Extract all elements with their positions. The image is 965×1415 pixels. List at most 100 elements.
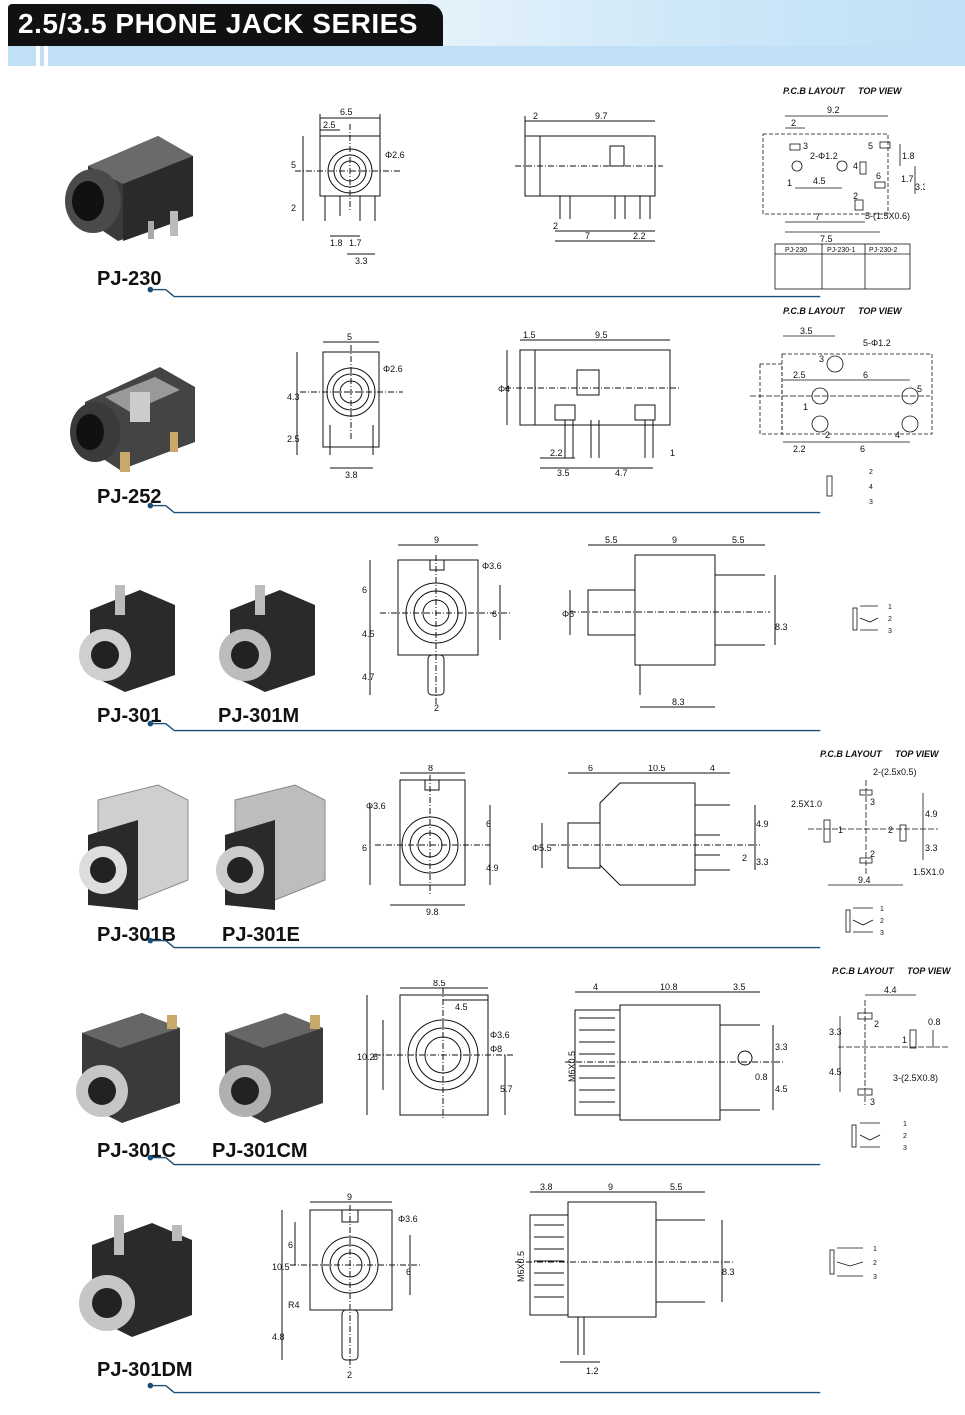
dim-label: 4.7 [615, 468, 628, 478]
dim-label: 9.8 [426, 907, 439, 915]
dim-label: 1.8 [330, 238, 343, 248]
dim-label: 6 [860, 444, 865, 454]
pin-label: 3 [903, 1145, 907, 1152]
section-pj-301c: PJ-301C PJ-301CM 8.5 4.5 Φ3.6 Φ8 10.2 6 … [0, 955, 965, 1175]
dim-label: 6 [362, 585, 367, 595]
section-pj-301b: PJ-301B PJ-301E 8 Φ3.6 6 6 4.9 9.8 [0, 740, 965, 960]
dim-label: 3.5 [800, 326, 813, 336]
section-divider [147, 286, 821, 298]
dim-label: Φ3.6 [482, 561, 502, 571]
dim-label: 5 [868, 141, 873, 151]
dim-label: 4.5 [829, 1067, 842, 1077]
product-photo-pj-301b [79, 784, 189, 910]
dim-label: 5.5 [670, 1182, 683, 1192]
dim-label: 2 [533, 111, 538, 121]
top-view-label: TOP VIEW [858, 86, 902, 96]
dim-label: 0.8 [928, 1017, 941, 1027]
dim-label: 6 [362, 843, 367, 853]
dim-label: 2.2 [793, 444, 806, 454]
model-label: PJ-230 [97, 268, 162, 290]
dim-label: 9.2 [827, 105, 840, 115]
top-view-label: TOP VIEW [858, 306, 902, 316]
side-view-drawing: 1.5 9.5 Φ4 2.2 3.5 4.7 1 [498, 330, 680, 478]
dim-label: 8 [428, 765, 433, 773]
pcb-layout-drawing: 3.5 5-Φ1.2 3 2.5 6 5 1 2 4 2.2 6 2 4 3 [750, 326, 933, 506]
model-label: PJ-301 [97, 705, 162, 727]
dim-label: 3 [870, 1097, 875, 1107]
pcb-layout-drawing: 4.4 2 3.3 1 0.8 4.5 3-(2.5X0.8) 3 1 2 3 [829, 985, 948, 1152]
dim-label: 10.8 [660, 982, 678, 992]
dim-label: 3.5 [733, 982, 746, 992]
pin-label: 2 [873, 1260, 877, 1267]
dim-label: 2 [553, 221, 558, 231]
dim-label: 4.9 [756, 819, 769, 829]
dim-label: 2.5 [287, 434, 300, 444]
dim-label: Φ4 [498, 384, 510, 394]
model-label: PJ-301E [222, 924, 300, 946]
dim-label: 3.3 [775, 1042, 788, 1052]
model-label: PJ-301M [218, 705, 300, 727]
dim-label: 2 [434, 703, 439, 713]
dim-label: 2.2 [550, 448, 563, 458]
dim-label: 1.7 [349, 238, 362, 248]
dim-label: 6 [492, 609, 497, 619]
front-view-drawing: 5 Φ2.6 4.3 2.5 3.8 [287, 332, 403, 480]
dim-label: 1 [803, 402, 808, 412]
dim-label: 4 [710, 765, 715, 773]
pcb-layout-label: P.C.B LAYOUT [820, 749, 882, 759]
dim-label: 0.8 [755, 1072, 768, 1082]
table-header: PJ-230 [785, 247, 807, 254]
dim-label: 9 [347, 1192, 352, 1202]
dim-label: 2 [825, 430, 830, 440]
dim-label: 2 [888, 825, 893, 835]
page-title: 2.5/3.5 PHONE JACK SERIES [18, 8, 418, 39]
dim-label: 4.4 [884, 985, 897, 995]
pin-label: 1 [880, 906, 884, 913]
section-pj-230: PJ-230 6.5 2.5 Φ2.6 5 2 1.8 1.7 3.3 [0, 66, 965, 306]
dim-label: 1.7 [901, 174, 914, 184]
dim-label: 1.5X1.0 [913, 867, 944, 877]
dim-label: 9.5 [595, 330, 608, 340]
section-pj-301dm: PJ-301DM 9 Φ3.6 6 10.5 6 R4 4.8 2 [0, 1175, 965, 1415]
dim-label: 4.5 [813, 176, 826, 186]
dim-label: 2 [291, 203, 296, 213]
dim-label: 9 [434, 535, 439, 545]
section-divider [147, 720, 821, 732]
dim-label: 10.5 [648, 765, 666, 773]
dim-label: 3.3 [915, 182, 925, 192]
dim-label: 4.8 [272, 1332, 285, 1342]
schematic-drawing: 1 2 3 [829, 1246, 877, 1281]
section-divider [147, 502, 821, 514]
dim-label: 7 [815, 212, 820, 222]
dim-label: 6 [588, 765, 593, 773]
dim-label: 9.4 [858, 875, 871, 885]
dim-label: 5.5 [732, 535, 745, 545]
dim-label: 8.3 [775, 622, 788, 632]
dim-label: 1 [670, 448, 675, 458]
dim-label: 2.5 [793, 370, 806, 380]
dim-label: 8.3 [672, 697, 685, 707]
dim-label: 5 [291, 160, 296, 170]
front-view-drawing: 9 Φ3.6 6 4.5 6 4.7 2 [362, 535, 510, 713]
section-pj-301: PJ-301 PJ-301M 9 Φ3.6 6 4.5 6 4.7 2 [0, 520, 965, 740]
dim-label: 2 [791, 118, 796, 128]
dim-label: Φ8 [490, 1044, 502, 1054]
dim-label: 2.5X1.0 [791, 799, 822, 809]
dim-label: 7 [585, 231, 590, 241]
dim-label: 3.3 [925, 843, 938, 853]
dim-label: Φ3.6 [398, 1214, 418, 1224]
dim-label: 4.9 [925, 809, 938, 819]
dim-label: 2.5 [323, 120, 336, 130]
product-photo-pj-301 [79, 585, 175, 692]
dim-label: 5-(1.5X0.6) [865, 211, 910, 221]
dim-label: 5 [917, 384, 922, 394]
dim-label: 4.7 [362, 672, 375, 682]
dim-label: 5.5 [605, 535, 618, 545]
model-label: PJ-301C [97, 1140, 176, 1162]
side-view-drawing: 6 10.5 4 Φ5.5 4.9 2 3.3 [532, 765, 769, 886]
dim-label: 4.5 [362, 629, 375, 639]
pin-label: 3 [873, 1274, 877, 1281]
dim-label: 3 [870, 797, 875, 807]
pin-label: 2 [888, 616, 892, 623]
pin-label: 1 [903, 1121, 907, 1128]
